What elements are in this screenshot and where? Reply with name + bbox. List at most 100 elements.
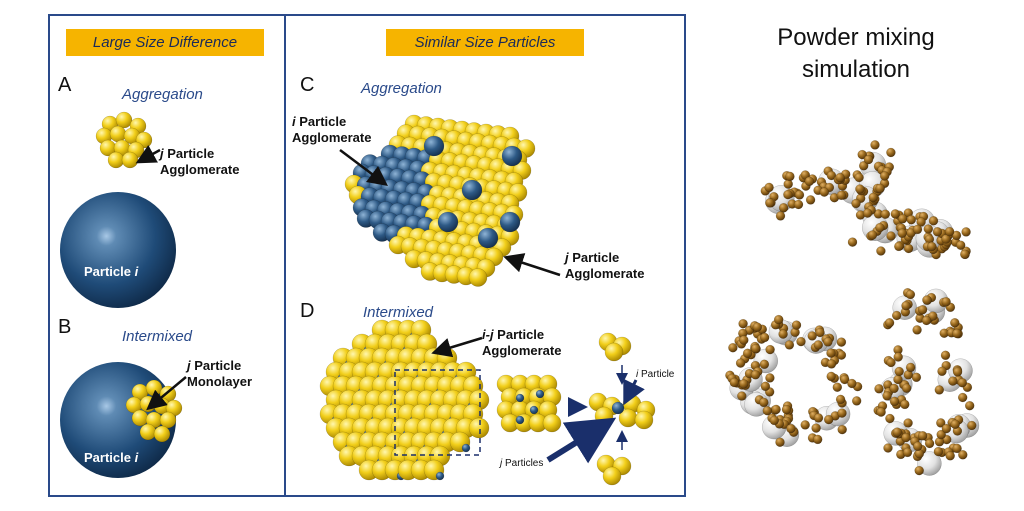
brown-particle [823,337,833,347]
arrow-ij-d [431,336,483,358]
brown-particle [847,378,857,389]
brown-particle [924,438,935,449]
brown-particle [839,374,850,385]
brown-particle [759,359,770,370]
brown-particle [742,348,753,359]
j-particle [468,417,490,439]
arrow-j-agg-c [503,253,561,277]
brown-particle [952,367,963,377]
brown-particle [835,172,845,183]
brown-particle [914,465,924,476]
brown-particle [917,304,928,315]
brown-particle [933,446,944,457]
brown-particle [932,227,943,237]
j-particle [604,342,624,362]
brown-particle [889,383,899,394]
particle-i-label-a: Particle i [84,264,139,279]
brown-particle [738,379,749,389]
brown-particle [902,447,913,458]
brown-particle [948,376,958,386]
brown-particle [952,328,962,339]
brown-particle [964,400,975,411]
brown-particle [958,450,968,460]
i-particle [501,145,523,167]
brown-particle [729,377,740,388]
j-particle [115,111,133,129]
brown-particle [762,405,773,416]
brown-particle [892,427,902,437]
brown-particle [793,199,804,210]
i-particle [499,211,521,233]
brown-particle [773,314,784,325]
brown-particle [941,297,951,307]
label-a: A [58,74,72,96]
brown-particle [894,366,904,377]
arrow-j-agg-a [135,145,161,164]
brown-particle [893,374,903,385]
brown-particle [794,190,805,200]
i-particle [515,393,525,403]
brown-particle [847,237,858,247]
brown-particle [936,429,946,440]
brown-particle [813,340,824,350]
brown-particle [937,366,947,377]
j-particle [634,410,654,430]
brown-particle [884,318,895,328]
brown-particle [800,420,810,430]
brown-particle [928,216,939,226]
brown-particle [875,222,885,233]
brown-particle [832,382,843,392]
brown-particle [950,318,960,328]
unit-cell-d [496,374,562,433]
arrow-i-particle [623,378,645,406]
particle-i-label-b: Particle i [84,450,139,465]
brown-particle [775,437,785,447]
i-particle [611,401,625,415]
middle-banner: Similar Size Particles [386,29,584,56]
brown-particle [837,424,847,435]
brown-particle [807,331,817,341]
brown-particle [903,243,914,254]
brown-particle [957,377,968,388]
j-particle [109,125,127,143]
big-particle-a: Particle i [60,192,176,308]
j-agglomerate-a [95,111,153,169]
arrow-j-particles [546,417,617,464]
brown-particle [813,413,824,423]
brown-particle [894,241,904,252]
brown-particle [784,340,795,350]
brown-particle [783,189,793,200]
arrow-j-mono-b [146,376,187,411]
brown-particle [750,370,761,380]
brown-particle [886,231,896,241]
brown-particle [921,315,932,326]
brown-particle [934,385,945,395]
brown-particle [750,343,761,354]
brown-particle [889,396,900,407]
brown-particle [886,357,896,368]
brown-particle [960,249,970,260]
brown-particle [783,179,793,189]
brown-particle [944,226,955,237]
middle-intermixed-label: Intermixed [363,304,434,321]
brown-particle [897,228,907,239]
brown-particle [891,310,902,321]
brown-particle [728,342,738,353]
brown-particle [876,407,886,417]
brown-particle [760,381,771,392]
brown-particle [765,344,775,355]
brown-particle [905,289,916,300]
i-particle [437,211,459,233]
expanded-cell-d [588,332,656,486]
j-particle [542,413,562,433]
i-particle-note: i Particle [636,369,675,380]
brown-particle [739,335,749,345]
label-d: D [300,300,315,322]
brown-particle [791,320,802,330]
